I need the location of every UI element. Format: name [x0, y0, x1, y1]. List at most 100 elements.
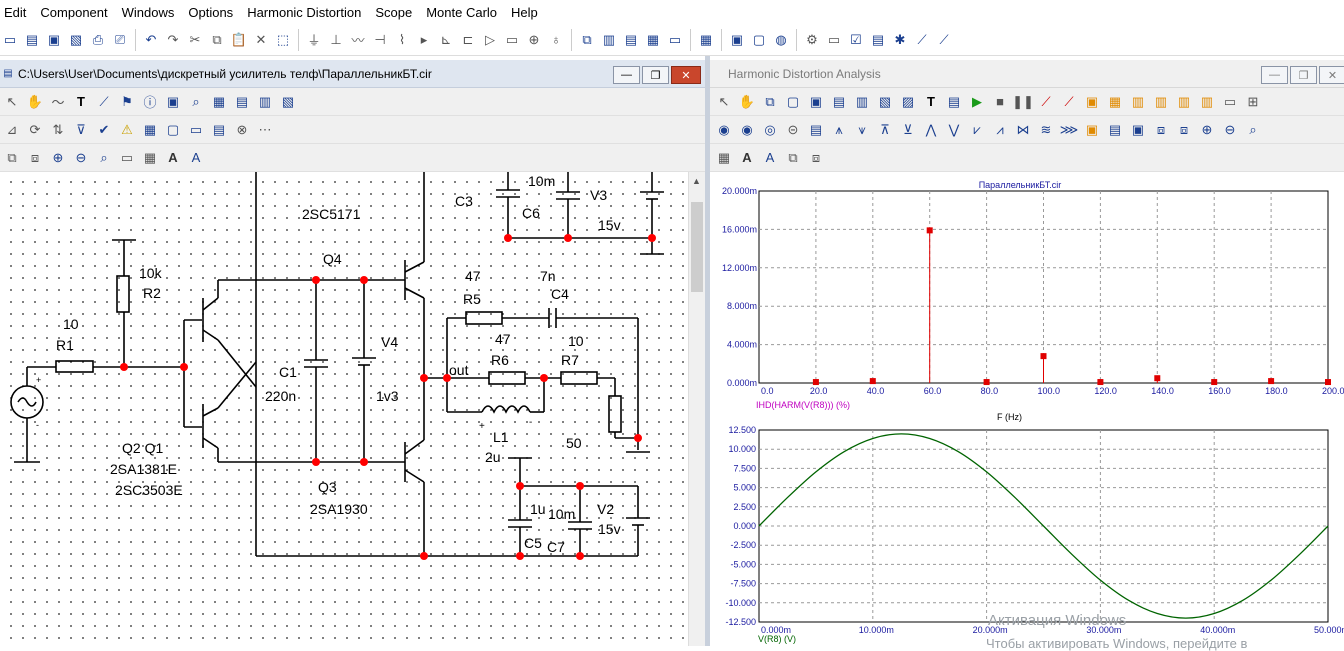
new-file-icon[interactable]: ▭	[3, 31, 17, 47]
options-icon[interactable]: ☑	[850, 31, 862, 47]
model-program-icon[interactable]: ⚙	[806, 31, 818, 47]
wire-mode-icon[interactable]: 〜	[51, 95, 65, 110]
analysis-close-button[interactable]: ✕	[1319, 66, 1344, 84]
performance-icon[interactable]: ⟋	[939, 31, 949, 47]
analysis-plot-icon[interactable]: ⟋	[917, 31, 927, 47]
analysis-restore-button[interactable]: ❐	[1290, 66, 1317, 84]
save-icon[interactable]: ▣	[47, 31, 61, 47]
delete-icon[interactable]: ✕	[255, 31, 267, 47]
print-icon[interactable]: ⎚	[114, 31, 126, 47]
cut-icon[interactable]: ✂	[189, 31, 201, 47]
analysis-properties-icon[interactable]: ▤	[947, 93, 961, 109]
find-icon[interactable]: ⌕	[192, 93, 200, 109]
minimize-button[interactable]: —	[613, 66, 640, 84]
grid-toggle-icon[interactable]: ▦	[212, 93, 226, 109]
global-high-icon[interactable]: ⋁	[948, 121, 960, 137]
analysis-text-icon[interactable]: T	[927, 94, 935, 109]
pan-icon[interactable]: ✋	[26, 93, 44, 109]
vertical-tag-icon[interactable]: ⧈	[1156, 121, 1166, 137]
undo-icon[interactable]: ↶	[145, 31, 157, 47]
stack-plots-icon[interactable]: ⊞	[1247, 93, 1259, 109]
inductor-component-icon[interactable]: ⌇	[398, 31, 406, 47]
schematic-canvas[interactable]: + - 10 R1 10k R2 Q2 Q1 2SA1381E 2SC3503E…	[0, 172, 688, 646]
shape-editor-icon[interactable]: ▢	[752, 31, 766, 47]
snapshot-icon[interactable]: ▭	[120, 149, 134, 165]
step-component-icon[interactable]: ⊽	[76, 121, 86, 137]
bottom-icon[interactable]: ⋈	[1016, 121, 1030, 137]
peak-icon[interactable]: ⩚	[835, 121, 843, 137]
print-preview-icon[interactable]: ⎙	[92, 31, 104, 47]
tile-vertical-icon[interactable]: ▥	[602, 31, 616, 47]
title-block-icon[interactable]: ▤	[212, 121, 226, 137]
help-mode-icon[interactable]: ▣	[166, 93, 180, 109]
close-button[interactable]: ✕	[671, 66, 701, 84]
analysis-zoom-in-icon[interactable]: ⊕	[1201, 121, 1213, 137]
copy-icon[interactable]: ⧉	[212, 31, 222, 47]
ground-component-icon[interactable]: ⏚	[307, 33, 321, 48]
cursor-mode-icon[interactable]: ◎	[764, 121, 776, 137]
analysis-diamond-icon[interactable]: ▨	[901, 93, 915, 109]
resistor-component-icon[interactable]: 〰	[351, 33, 365, 48]
analysis-group-icon[interactable]: ⧉	[788, 149, 798, 165]
ungroup-icon[interactable]: ⧈	[30, 149, 40, 165]
menu-monte-carlo[interactable]: Monte Carlo	[426, 4, 498, 20]
mirror-icon[interactable]: ⊿	[6, 121, 18, 137]
analysis-zoom-fit-icon[interactable]: ⌕	[1249, 121, 1257, 137]
menu-scope[interactable]: Scope	[375, 4, 413, 20]
analysis-copy-icon[interactable]: ⧉	[765, 93, 775, 109]
flip-icon[interactable]: ⇅	[52, 121, 64, 137]
redo-icon[interactable]: ↷	[167, 31, 179, 47]
pause-icon[interactable]: ❚❚	[1012, 93, 1034, 109]
high-icon[interactable]: ⊼	[880, 121, 890, 137]
node-numbers-icon[interactable]: ▥	[258, 93, 272, 109]
scale-icon[interactable]: ⟋	[1041, 93, 1051, 109]
stop-icon[interactable]: ⊗	[236, 121, 248, 137]
select-mode-icon[interactable]: ↖	[6, 93, 18, 109]
restore-button[interactable]: ❐	[642, 66, 669, 84]
analysis-font-icon[interactable]: A	[742, 150, 752, 165]
select-all-icon[interactable]: ⬚	[276, 31, 290, 47]
schematic-vertical-scrollbar[interactable]: ▲	[688, 172, 705, 646]
analysis-arc-icon[interactable]: ▥	[855, 93, 869, 109]
data-points-icon[interactable]: ▦	[1108, 93, 1122, 109]
point-tag-icon[interactable]: ▤	[1108, 121, 1122, 137]
analysis-zoom-out-icon[interactable]: ⊖	[1224, 121, 1236, 137]
info-mode-icon[interactable]: ⓘ	[143, 95, 157, 110]
analysis-select-icon[interactable]: ↖	[718, 93, 730, 109]
battery-component-icon[interactable]: ⊥	[330, 31, 342, 47]
analysis-ungroup-icon[interactable]: ⧈	[811, 149, 821, 165]
analysis-line-icon[interactable]: ▢	[786, 93, 800, 109]
inflection-icon[interactable]: ⋀	[925, 121, 937, 137]
filter-design-icon[interactable]: ▭	[827, 31, 841, 47]
run-icon[interactable]: ▶	[972, 93, 982, 109]
menu-edit[interactable]: Edit	[4, 4, 27, 20]
source-component-icon[interactable]: ⊕	[528, 31, 540, 47]
page-icon[interactable]: ▢	[166, 121, 180, 137]
menu-options[interactable]: Options	[188, 4, 234, 20]
global-low-icon[interactable]: ⩗	[973, 121, 981, 137]
pin-connections-icon[interactable]: ▧	[281, 93, 295, 109]
separate-plots-icon[interactable]: ▭	[1223, 93, 1237, 109]
vertical-axis-icon[interactable]: ▥	[1154, 93, 1168, 109]
preferences-icon[interactable]: ▤	[871, 31, 885, 47]
attribute-icon[interactable]: ▤	[235, 93, 249, 109]
analysis-ellipse-icon[interactable]: ▤	[832, 93, 846, 109]
low-icon[interactable]: ⊻	[903, 121, 913, 137]
cursor-clear-icon[interactable]: ⊝	[787, 121, 799, 137]
scroll-thumb[interactable]	[691, 202, 703, 292]
window-arrange-icon[interactable]: ▦	[646, 31, 660, 47]
tabular-icon[interactable]: ▤	[809, 121, 823, 137]
grid-axis-icon[interactable]: ▥	[1177, 93, 1191, 109]
more-icon[interactable]: ⋯	[258, 121, 272, 137]
slope-icon[interactable]: ≋	[1040, 121, 1052, 137]
analysis-pie-icon[interactable]: ▧	[878, 93, 892, 109]
next-icon[interactable]: ⋙	[1059, 121, 1079, 137]
top-icon[interactable]: ⩘	[996, 121, 1004, 137]
menu-windows[interactable]: Windows	[121, 4, 175, 20]
flag-mode-icon[interactable]: ⚑	[121, 93, 133, 109]
analysis-text-style-icon[interactable]: A	[765, 150, 775, 165]
transistor-component-icon[interactable]: ⊾	[440, 31, 452, 47]
menu-harmonic-distortion[interactable]: Harmonic Distortion	[247, 4, 362, 20]
grid-icon[interactable]: ▦	[143, 121, 157, 137]
